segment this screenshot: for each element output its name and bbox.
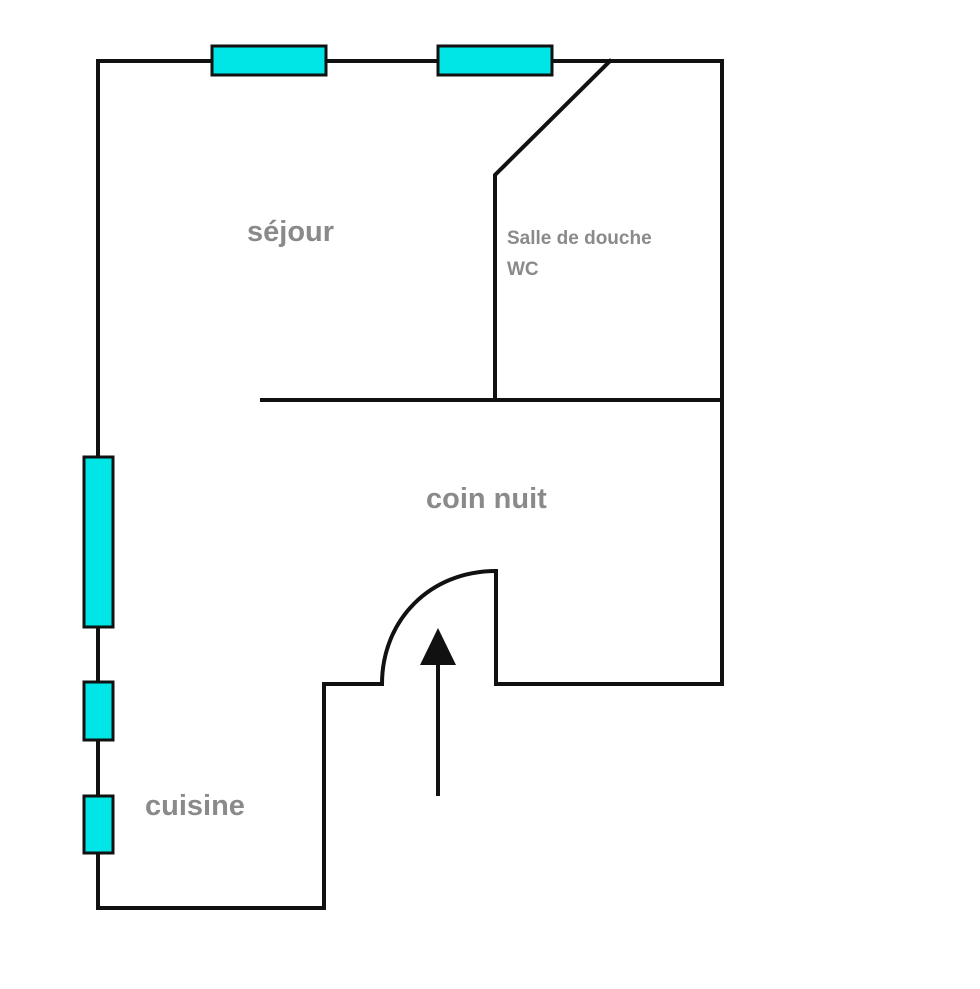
outer-wall — [96, 59, 724, 686]
room-label-sejour: séjour — [247, 216, 334, 248]
window-top-right — [436, 44, 554, 77]
window-top-left — [210, 44, 328, 77]
entrance-arrow-icon — [420, 628, 456, 796]
bathroom-partition-wall — [493, 58, 613, 402]
window-left-large — [82, 455, 115, 629]
window-left-small-upper — [82, 680, 115, 742]
exterior-walls — [96, 59, 724, 910]
cuisine-outer-wall — [96, 455, 384, 910]
door-swing-icon — [380, 569, 497, 685]
room-label-salle-de-douche: Salle de douche — [507, 228, 652, 249]
window-left-small-lower — [82, 794, 115, 855]
interior-walls — [260, 58, 724, 402]
room-label-wc: WC — [507, 259, 539, 280]
room-label-cuisine: cuisine — [145, 790, 245, 822]
room-label-coin-nuit: coin nuit — [426, 483, 547, 515]
windows — [82, 44, 554, 855]
